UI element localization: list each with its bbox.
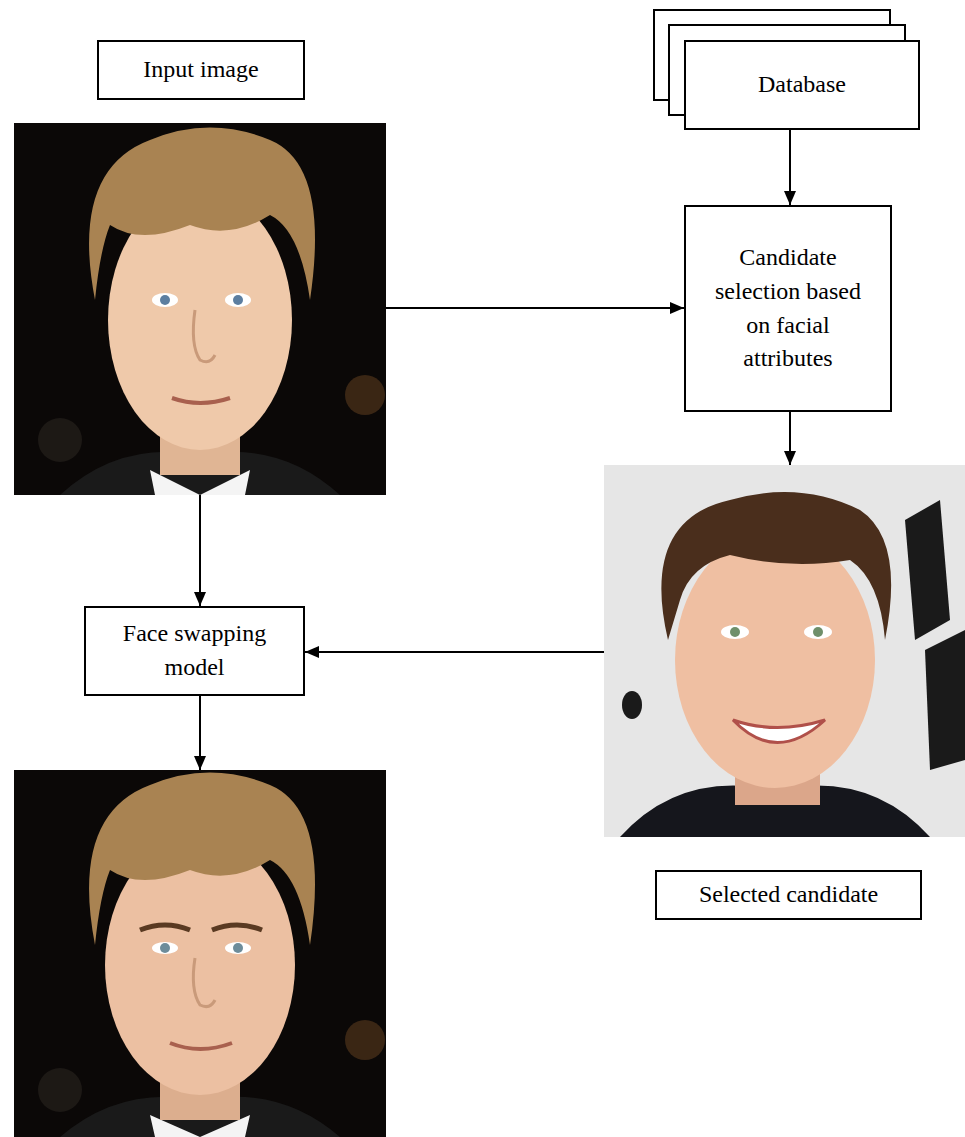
hair [89, 128, 315, 301]
photo-background [14, 770, 386, 1137]
backdrop-logo [622, 691, 642, 719]
iris [730, 627, 740, 637]
process-box: Face swapping model [84, 606, 305, 696]
candidate-photo [604, 465, 965, 837]
iris [160, 943, 170, 953]
image-label: Input image [97, 40, 305, 100]
database-box: Database [684, 40, 920, 130]
bokeh [345, 1020, 385, 1060]
smile [733, 720, 825, 743]
backdrop-logo [905, 500, 950, 640]
iris [233, 295, 243, 305]
input-image-frame: Input image [14, 40, 386, 495]
eye [225, 942, 251, 954]
mouth [172, 398, 230, 403]
face [675, 532, 875, 788]
iris [160, 295, 170, 305]
node-label: Face swapping model [112, 617, 277, 684]
eye [225, 293, 251, 307]
bokeh [38, 1068, 82, 1112]
output-photo [14, 770, 386, 1137]
nose [193, 310, 215, 362]
node-label: Database [758, 68, 846, 102]
photo-background [604, 465, 965, 837]
nose [193, 958, 215, 1007]
arrow-connector [789, 130, 791, 205]
eye [804, 625, 832, 639]
iris [813, 627, 823, 637]
eye [152, 293, 178, 307]
process-box: Candidate selection based on facial attr… [684, 205, 892, 412]
node-label: Selected candidate [699, 878, 878, 912]
eyebrow [212, 925, 262, 930]
backdrop-logo [925, 630, 965, 770]
input-photo [14, 123, 386, 495]
arrow-connector [386, 307, 684, 309]
eye [152, 942, 178, 954]
arrow-connector [789, 412, 791, 465]
bokeh [38, 418, 82, 462]
image-label: Selected candidate [655, 870, 922, 920]
arrow-connector [305, 651, 604, 653]
candidate-image-frame: Selected candidate [604, 465, 965, 920]
hair [89, 773, 315, 946]
iris [233, 943, 243, 953]
arrow-connector [199, 495, 201, 606]
mouth [170, 1043, 232, 1049]
eyebrow [140, 925, 190, 930]
photo-background [14, 123, 386, 495]
bokeh [345, 375, 385, 415]
output-arrow [199, 696, 201, 770]
hair [661, 492, 891, 640]
node-label: Candidate selection based on facial attr… [702, 241, 874, 375]
eye [721, 625, 749, 639]
node-label: Input image [143, 53, 258, 87]
